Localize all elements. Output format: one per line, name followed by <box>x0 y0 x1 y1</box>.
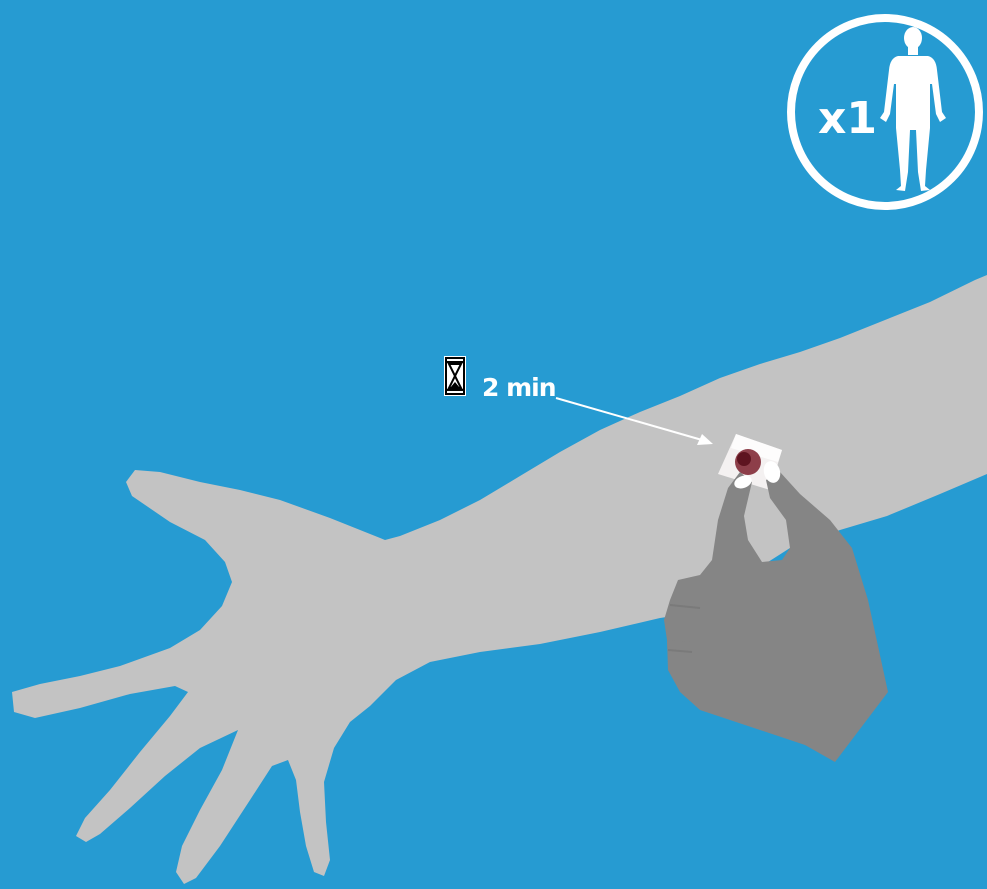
hourglass-icon <box>444 356 466 396</box>
timer-label: 2 min <box>482 373 556 402</box>
badge-multiplier: x1 <box>818 93 877 144</box>
human-body-icon <box>880 27 946 191</box>
person-count-badge: x1 <box>791 18 979 206</box>
